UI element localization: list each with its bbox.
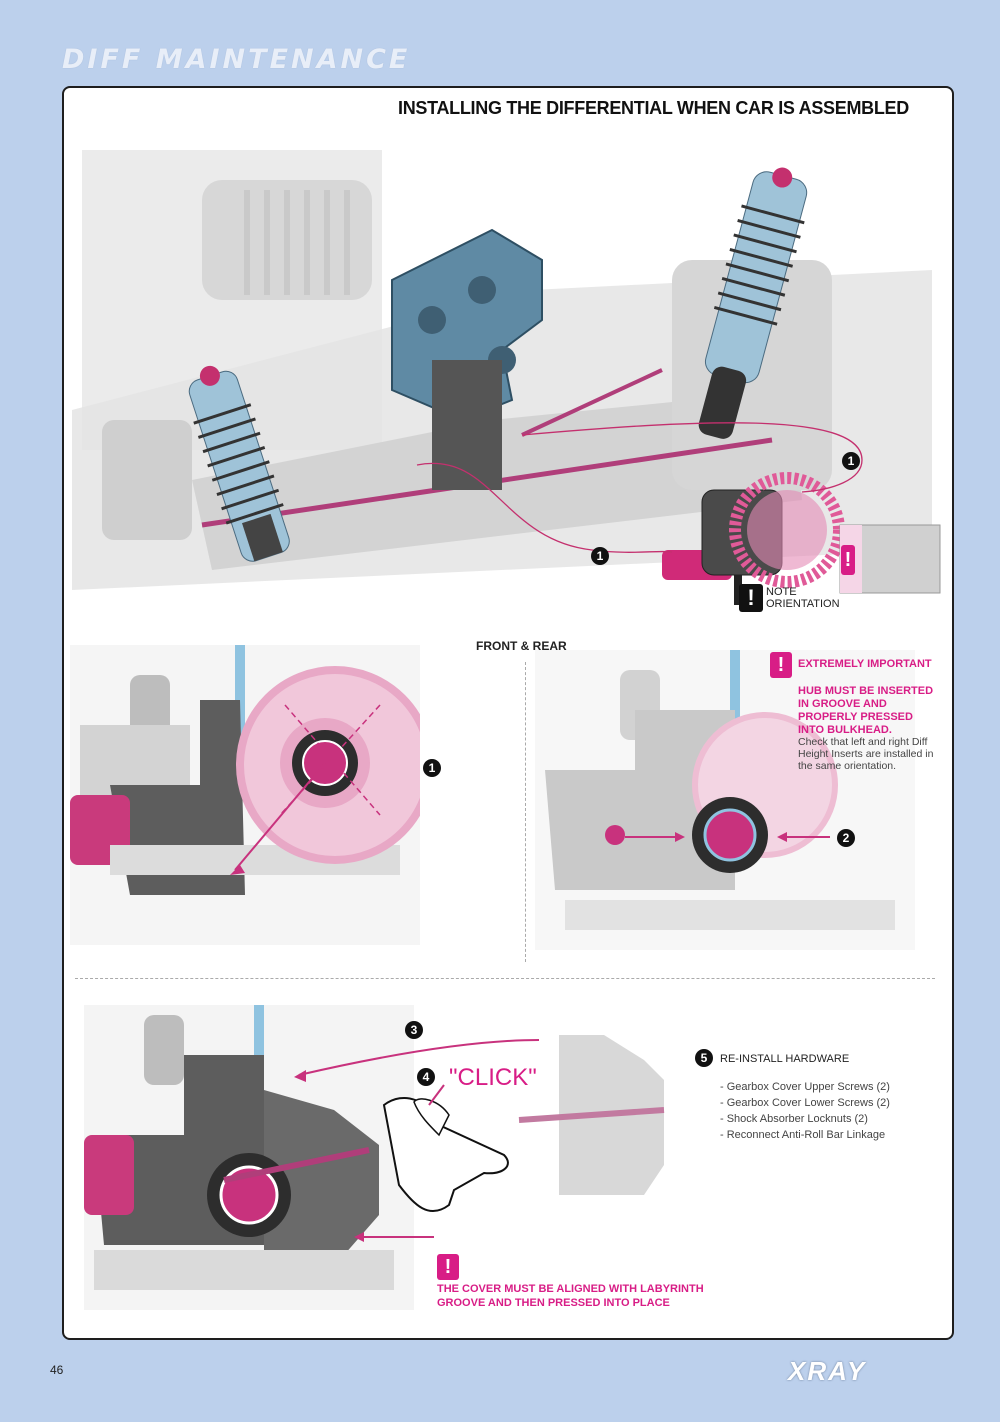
note-line-2: ORIENTATION xyxy=(766,598,840,610)
click-label: "CLICK" xyxy=(449,1064,537,1091)
hardware-item: - Reconnect Anti-Roll Bar Linkage xyxy=(720,1129,886,1141)
important-note: Check that left and right Diff Height In… xyxy=(798,736,934,772)
important-body: HUB MUST BE INSERTED IN GROOVE AND PROPE… xyxy=(798,685,934,736)
bulkhead-left-illustration xyxy=(70,645,420,945)
step-2-badge: 2 xyxy=(837,829,855,847)
vertical-divider xyxy=(525,662,526,962)
step-1-badge-top: 1 xyxy=(842,452,860,470)
step-3-badge: 3 xyxy=(405,1021,423,1039)
horizontal-divider xyxy=(75,978,935,979)
step-4-badge: 4 xyxy=(417,1068,435,1086)
note-warning-icon: ! xyxy=(739,584,763,612)
hardware-item: - Gearbox Cover Lower Screws (2) xyxy=(720,1097,890,1109)
important-title: EXTREMELY IMPORTANT xyxy=(798,658,932,670)
note-line-1: NOTE xyxy=(766,586,797,598)
cover-install-illustration xyxy=(84,1005,684,1315)
step-5-badge: 5 xyxy=(695,1049,713,1067)
important-warning-icon: ! xyxy=(770,652,792,678)
thumbnail-warning-icon: ! xyxy=(841,545,855,575)
cover-note-line-2: GROOVE AND THEN PRESSED INTO PLACE xyxy=(437,1297,670,1309)
section-title: DIFF MAINTENANCE xyxy=(62,44,411,75)
step-1-badge-mid: 1 xyxy=(423,759,441,777)
hardware-list: - Gearbox Cover Upper Screws (2) - Gearb… xyxy=(720,1079,890,1143)
hardware-item: - Gearbox Cover Upper Screws (2) xyxy=(720,1081,890,1093)
reinstall-title: RE-INSTALL HARDWARE xyxy=(720,1053,850,1065)
hardware-item: - Shock Absorber Locknuts (2) xyxy=(720,1113,868,1125)
brand-logo: XRAY xyxy=(788,1356,867,1386)
page-title: INSTALLING THE DIFFERENTIAL WHEN CAR IS … xyxy=(398,98,909,118)
page-number: 46 xyxy=(50,1363,64,1377)
step-1-badge-lower: 1 xyxy=(591,547,609,565)
front-rear-label: FRONT & REAR xyxy=(476,639,567,653)
note-orientation: NOTE ORIENTATION xyxy=(766,586,840,610)
cover-warning-icon: ! xyxy=(437,1254,459,1280)
bulkhead-right-illustration xyxy=(535,650,915,950)
cover-note: THE COVER MUST BE ALIGNED WITH LABYRINTH… xyxy=(437,1282,704,1310)
cover-note-line-1: THE COVER MUST BE ALIGNED WITH LABYRINTH xyxy=(437,1283,704,1295)
car-assembly-illustration xyxy=(72,150,941,605)
